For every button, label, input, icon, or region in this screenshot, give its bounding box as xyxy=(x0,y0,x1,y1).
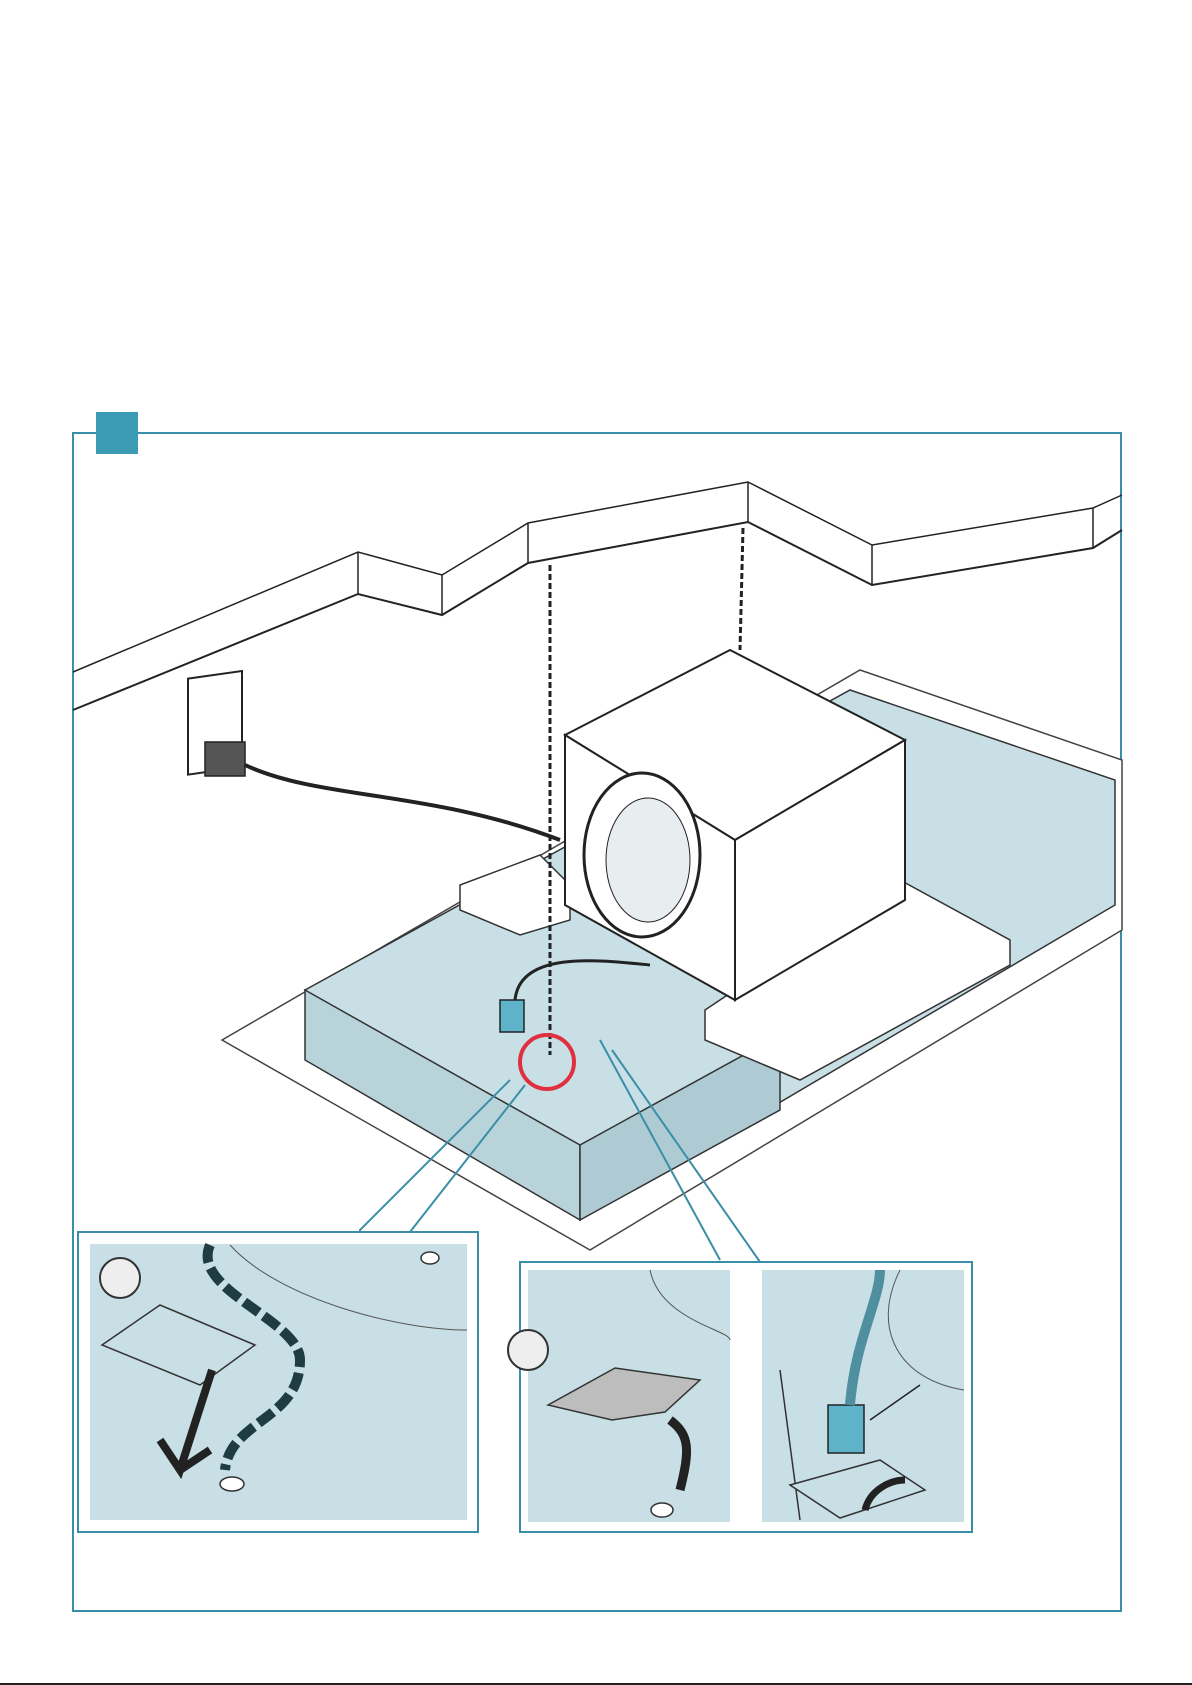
callout-badge-b xyxy=(508,1330,548,1370)
wall-socket xyxy=(188,671,560,840)
callout-plate-connector-panel xyxy=(508,1262,972,1532)
connector-plug xyxy=(828,1405,864,1453)
callout-chain-panel xyxy=(78,1232,478,1532)
callout-badge-a xyxy=(100,1258,140,1298)
